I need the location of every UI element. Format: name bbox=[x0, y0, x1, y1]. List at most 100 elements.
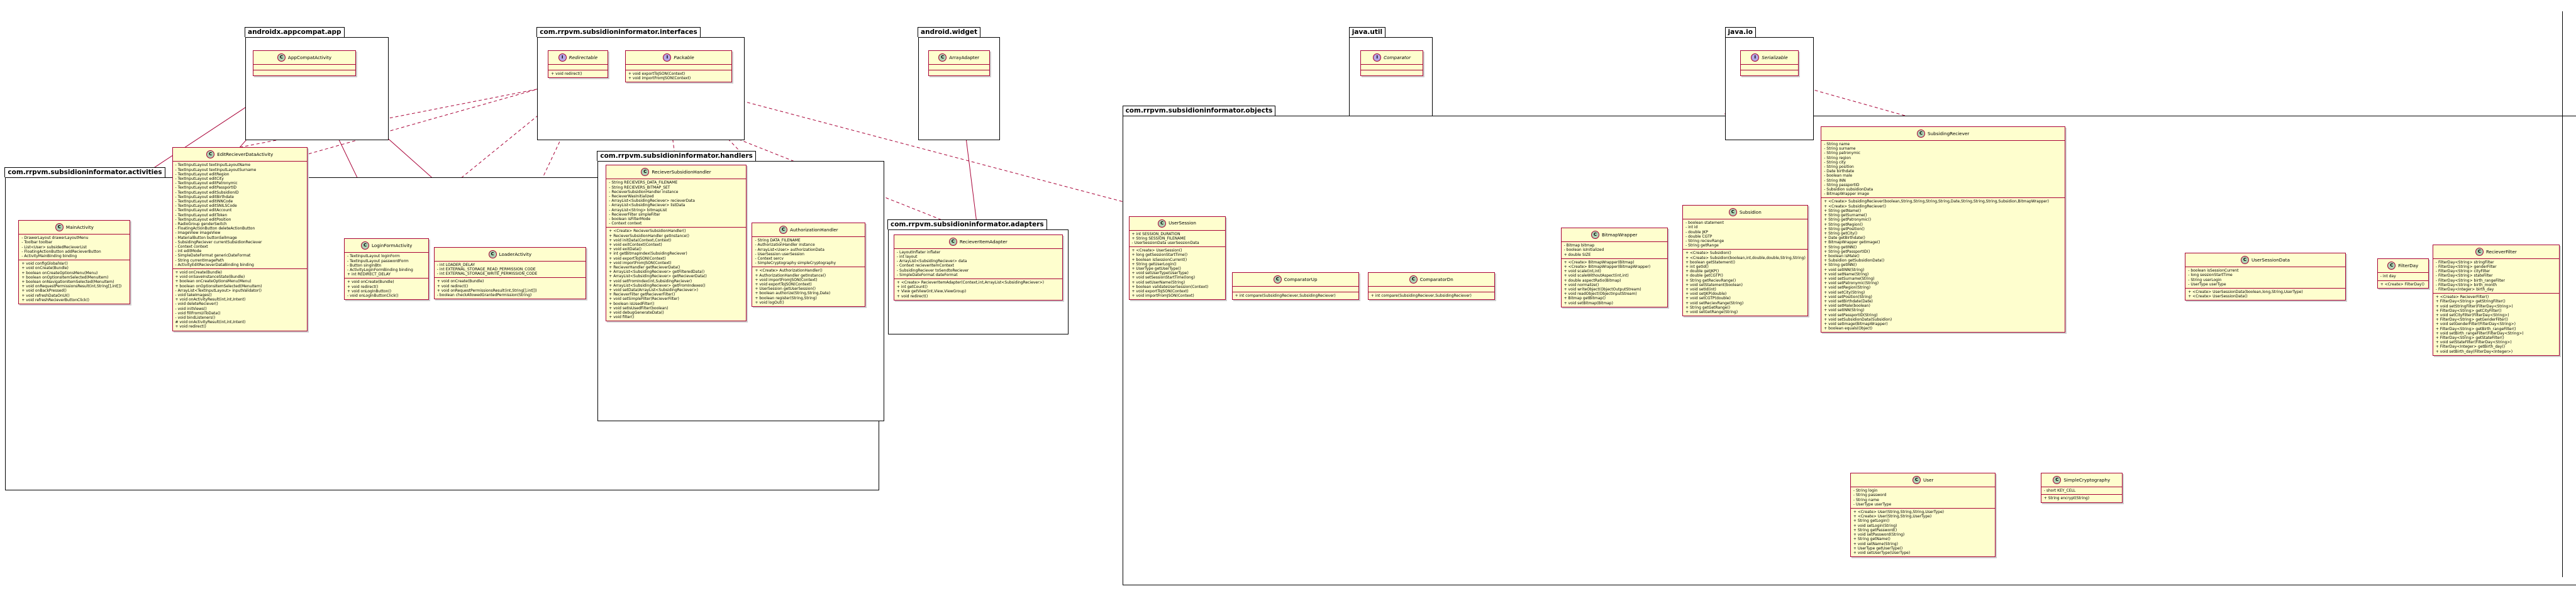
package-label: com.rrpvm.subsidioninformator.objects bbox=[1122, 105, 1276, 116]
attribute-row: - String name bbox=[1824, 142, 1850, 147]
operation-row: + void setSimpleFilter(RecieverFilter) bbox=[609, 297, 679, 302]
attributes-section: - String RECIEVERS_DATA_FILENAME- String… bbox=[606, 179, 746, 228]
attribute-row: - int id bbox=[1685, 225, 1698, 230]
class-name: RecieverItemAdapter bbox=[959, 238, 1008, 245]
operation-row: + void normalize() bbox=[1563, 282, 1599, 287]
operation-row: + <Create> SubsidingReciever() bbox=[1824, 204, 1886, 209]
attribute-row: - TextInputLayout editRegion bbox=[175, 172, 230, 177]
attribute-row: - String city bbox=[1824, 160, 1846, 165]
attribute-row: - AuthorizationHandler instance bbox=[755, 243, 815, 248]
operation-row: + Bitmap getBitmap() bbox=[1563, 296, 1606, 301]
attribute-row: - TextInputLayout editPassportID bbox=[175, 185, 237, 190]
attributes-section: - FilterDay<String> stringFilter- Filter… bbox=[2433, 259, 2559, 294]
class-name: User bbox=[1923, 477, 1934, 483]
package-label: java.io bbox=[1724, 26, 1756, 37]
operation-row: + <Create> RecieverSubsidionHandler() bbox=[609, 229, 686, 234]
operation-row: + int getBitmapIndex(SubsidingReciever) bbox=[609, 251, 687, 257]
operations-section bbox=[1361, 70, 1423, 75]
attribute-row: - Bitmap bitmap bbox=[1563, 243, 1595, 248]
operation-row: + boolean onOptionsItemSelected(MenuItem… bbox=[175, 284, 262, 289]
class-name: AppCompatActivity bbox=[287, 54, 332, 60]
operation-row: + void onRequestPermissionsResult(int,St… bbox=[436, 288, 537, 293]
operation-row: + void refreshDataOnUI() bbox=[21, 293, 70, 298]
operation-row: + String getGetRange() bbox=[1685, 305, 1731, 310]
attribute-row: - TextInputLayout editPatronymic bbox=[175, 181, 238, 186]
attribute-row: - String userLogin bbox=[2188, 277, 2222, 282]
attributes-section: - int day bbox=[2377, 273, 2428, 281]
class-name: LoginFormActivity bbox=[372, 243, 413, 249]
operation-row: + boolean isSessionCurrent() bbox=[1131, 257, 1187, 262]
attribute-row: - String DATA_FILENAME bbox=[755, 238, 801, 243]
operation-row: - void initViews() bbox=[175, 306, 207, 311]
operation-row: + void logOut() bbox=[755, 300, 784, 305]
class-glyph: C bbox=[938, 53, 947, 62]
attribute-row: - FilterDay<String> genderFilter bbox=[2435, 264, 2497, 269]
operation-row: + boolean onCreateOptionsMenu(Menu) bbox=[175, 279, 252, 284]
class-name: RecieverFilter bbox=[2485, 248, 2517, 255]
class-glyph: C bbox=[2053, 476, 2062, 485]
attributes-section bbox=[253, 65, 356, 70]
attributes-section: - boolean statement- int id- double JKP-… bbox=[1683, 219, 1807, 250]
attribute-row: + double SIZE bbox=[1563, 252, 1591, 257]
interface-glyph: I bbox=[1751, 53, 1760, 62]
operation-row: + String getRegion() bbox=[1824, 222, 1863, 227]
attribute-row: - FilterDay<String> birth_month bbox=[2435, 282, 2497, 287]
attributes-section: - LayoutInflater inflater- int layout- A… bbox=[894, 249, 1062, 280]
operations-section: + void onCreate(Bundle)+ void redirect()… bbox=[345, 279, 428, 299]
operation-row: + int compare(SubsidingReciever,Subsidin… bbox=[1370, 293, 1472, 298]
attribute-row: - TextInputLayout editToken bbox=[175, 212, 228, 218]
operation-row: + void onRequestPermissionsResult(int,St… bbox=[21, 284, 122, 289]
class-name: Subsidion bbox=[1739, 209, 1762, 216]
attribute-row: - FilterDay<String> birth_rangeFilter bbox=[2435, 278, 2505, 283]
operation-row: + int getId() bbox=[1685, 265, 1709, 270]
operation-row: + void onSaveInstanceState(Bundle) bbox=[175, 275, 245, 280]
operation-row: + void setRegion(String) bbox=[1824, 285, 1871, 290]
operation-row: + String getName() bbox=[1853, 537, 1890, 542]
operation-row: + void exportToJSON(Context) bbox=[628, 71, 686, 76]
operation-row: + <Create> BitmapWrapper(Bitmap) bbox=[1563, 260, 1635, 265]
operation-row: - void bindListeners() bbox=[175, 316, 216, 321]
class-name: SubsidingReciever bbox=[1928, 130, 1970, 136]
operation-row: + <Create> Subsidion() bbox=[1685, 251, 1731, 256]
operation-row: + void setPassportID(String) bbox=[1824, 312, 1878, 317]
attribute-row: + String SESSION_FILENAME bbox=[1131, 236, 1186, 241]
operation-row: + void importFromJSON(Context) bbox=[609, 260, 672, 265]
operation-row: + void setStateFilter(FilterDay<String>) bbox=[2435, 340, 2512, 345]
operations-section: + <Create> RecieverItemAdapter(Context,i… bbox=[894, 279, 1062, 300]
operations-section bbox=[1741, 70, 1798, 75]
operation-row: + void setSessionStartTime(long) bbox=[1131, 275, 1196, 280]
operation-row: + void redirect() bbox=[347, 284, 379, 289]
frame-edge bbox=[2562, 11, 2576, 577]
operation-row: + void setUserType(UserType) bbox=[1853, 550, 1911, 555]
class-glyph: C bbox=[488, 250, 497, 258]
attribute-row: - FilterDay<Integer> birth_day bbox=[2435, 287, 2494, 292]
attribute-row: - TextInputLayout editPosition bbox=[175, 217, 231, 222]
operation-row: + <Create> RecieverItemAdapter(Context,i… bbox=[896, 280, 1044, 285]
operations-section: + <Create> RecieverFilter()+ FilterDay<S… bbox=[2433, 294, 2559, 355]
package-label: com.rrpvm.subsidioninformator.activities bbox=[4, 167, 165, 178]
attribute-row: - UserSessionData userSessionData bbox=[1131, 240, 1199, 245]
realization-arrow bbox=[74, 82, 560, 221]
operation-row: + void setIsUsedFilter(boolean) bbox=[609, 306, 669, 311]
attributes-section bbox=[928, 65, 989, 70]
class-glyph: C bbox=[1591, 231, 1599, 240]
attributes-section bbox=[1232, 287, 1358, 292]
operation-row: + UserSession getUserSession() bbox=[755, 287, 816, 292]
operation-row: + void configGlobalVar() bbox=[21, 262, 68, 267]
operation-row: + void redirect() bbox=[896, 294, 928, 299]
class-name: LoaderActivity bbox=[499, 251, 532, 257]
attribute-row: - Context context bbox=[609, 221, 642, 226]
operation-row: + boolean onOptionsItemSelected(MenuItem… bbox=[21, 275, 109, 280]
